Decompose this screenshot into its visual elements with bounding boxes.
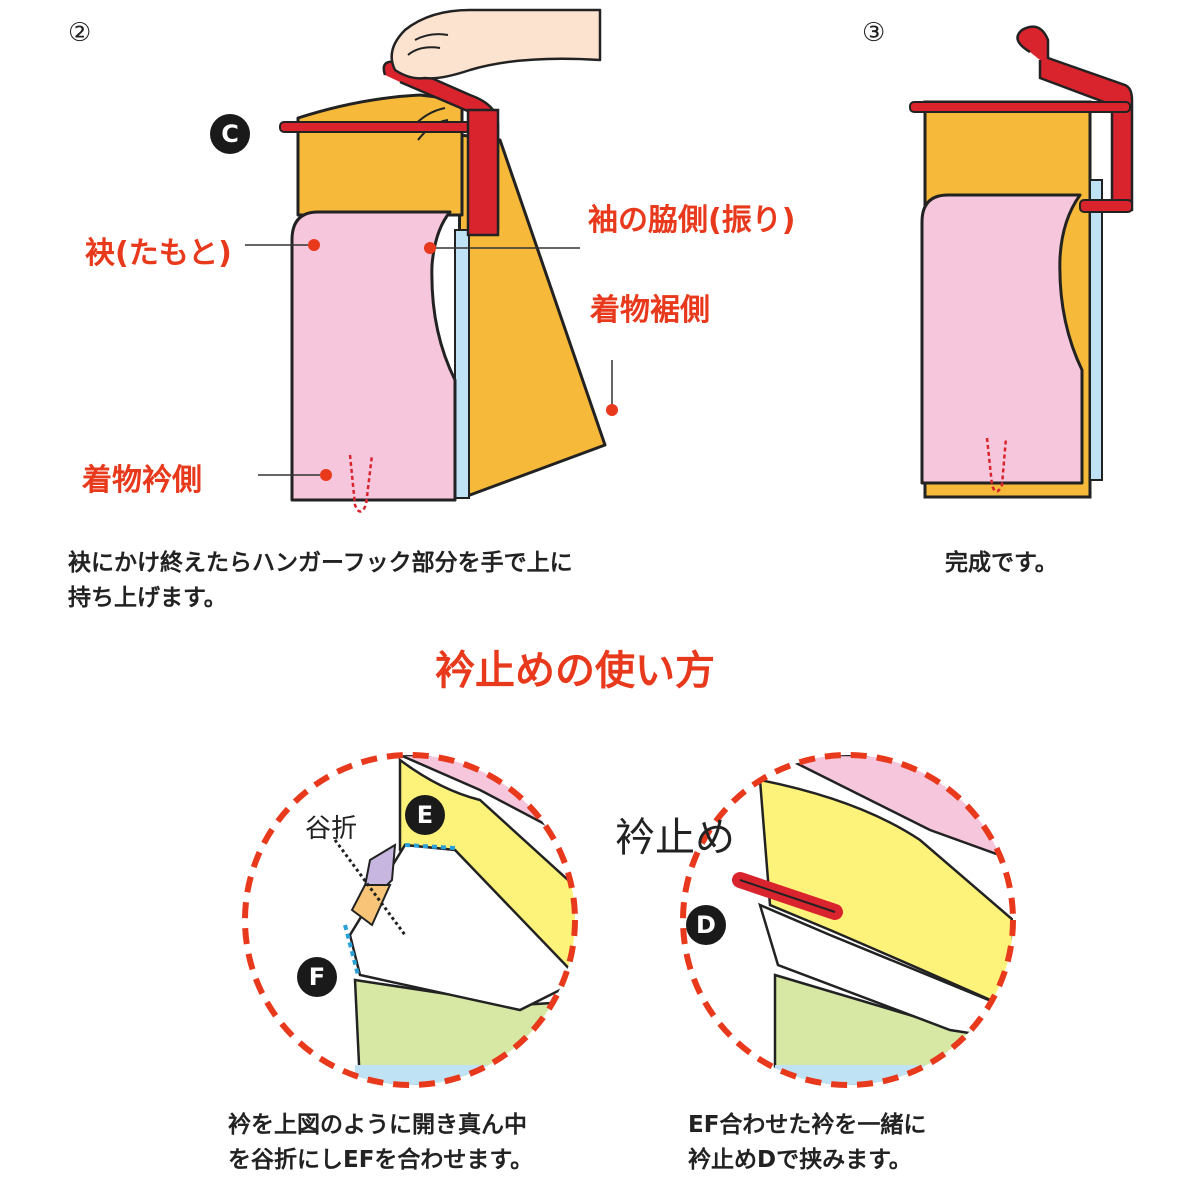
label-eridome: 衿止め bbox=[615, 815, 735, 861]
detail-left-dashed-circle bbox=[242, 752, 578, 1088]
detail-right-dashed-circle bbox=[680, 752, 1016, 1088]
badge-f: F bbox=[297, 957, 337, 997]
step3-number: ③ bbox=[862, 18, 886, 48]
detail-right-caption-line2: 衿止めDで挟みます。 bbox=[688, 1147, 912, 1173]
hanger-bar bbox=[279, 121, 471, 133]
hand-icon bbox=[390, 8, 602, 80]
collar-loop bbox=[348, 454, 374, 513]
badge-e: E bbox=[405, 795, 445, 835]
sleeve-step3 bbox=[920, 193, 1084, 485]
kimono-blue-edge bbox=[454, 229, 470, 499]
step2-illustration bbox=[245, 8, 618, 513]
detail-left-caption-line1: 衿を上図のように開き真ん中 bbox=[228, 1112, 527, 1138]
detail-right-illustration bbox=[680, 752, 1016, 1088]
label-tamoto: 袂(たもと) bbox=[85, 236, 232, 271]
step2-caption-line2: 持ち上げます。 bbox=[68, 585, 227, 611]
badge-c: C bbox=[210, 114, 250, 154]
detail-left-caption-line2: を谷折にしEFを合わせます。 bbox=[228, 1147, 534, 1173]
label-tanioru: 谷折 bbox=[305, 814, 358, 844]
kimono-body-folded bbox=[296, 93, 464, 217]
section-title: 衿止めの使い方 bbox=[435, 648, 715, 694]
step3-caption: 完成です。 bbox=[945, 550, 1058, 576]
step2-number: ② bbox=[68, 18, 92, 48]
label-sode-wakigawa: 袖の脇側(振り) bbox=[588, 203, 796, 238]
hanger-bar-step3 bbox=[909, 101, 1131, 113]
detail-right-caption-line1: EF合わせた衿を一緒に bbox=[688, 1112, 927, 1138]
detail-left-illustration bbox=[242, 752, 578, 1088]
sleeve-tamoto bbox=[290, 210, 457, 502]
hanger-hook-step3 bbox=[1016, 25, 1134, 212]
step2-caption-line1: 袂にかけ終えたらハンガーフック部分を手で上に bbox=[68, 550, 573, 576]
label-eri-gawa: 着物衿側 bbox=[82, 463, 202, 498]
label-suso-gawa: 着物裾側 bbox=[590, 293, 710, 328]
badge-d: D bbox=[686, 905, 726, 945]
step3-illustration bbox=[909, 25, 1134, 499]
